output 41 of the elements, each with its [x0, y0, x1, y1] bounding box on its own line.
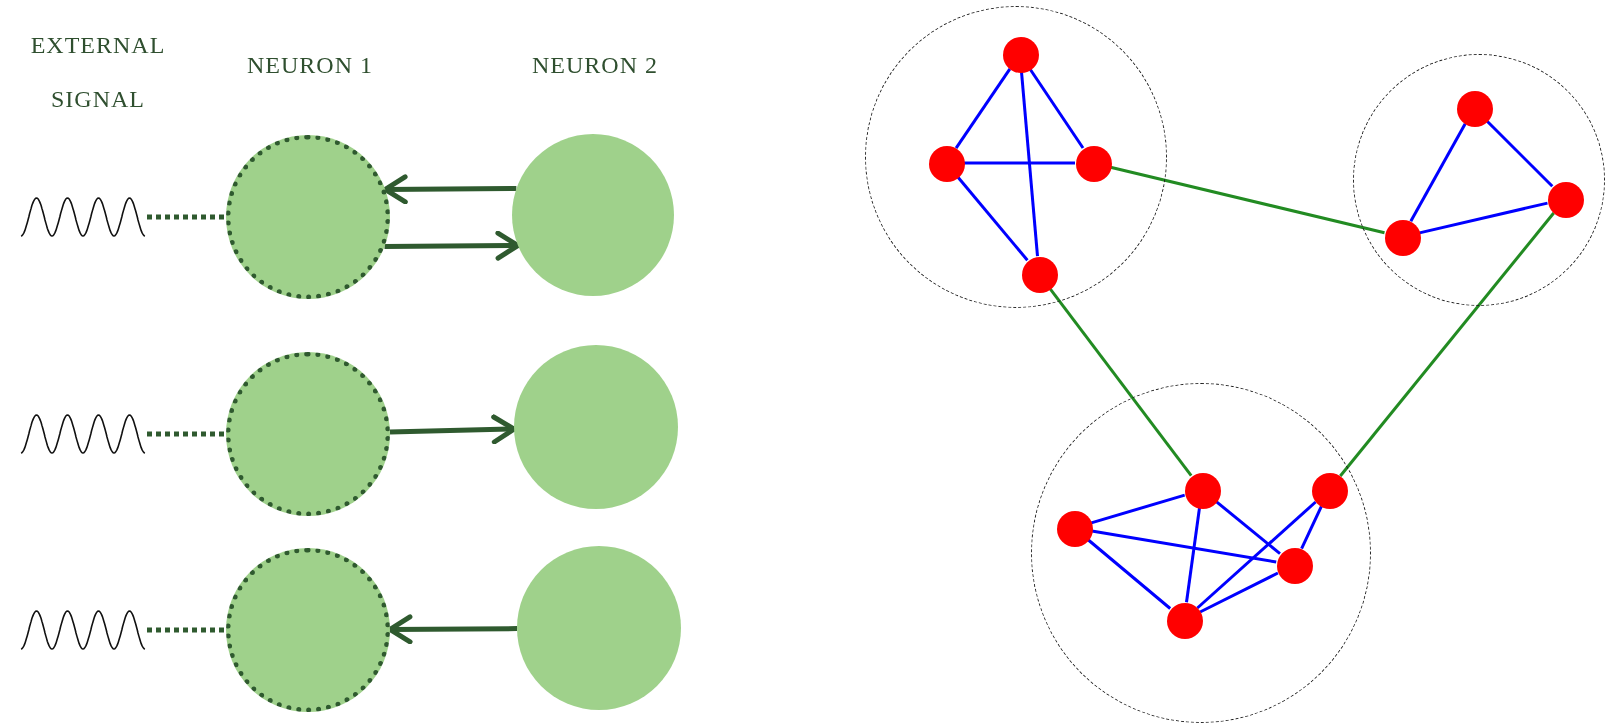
link-line: [1300, 505, 1323, 550]
dotted-line: [147, 431, 226, 437]
link-line: [1409, 122, 1467, 223]
column-heading: NEURON 2: [531, 51, 659, 80]
network-node-dot: [1548, 182, 1584, 218]
link-line: [1196, 500, 1317, 610]
link-line: [1339, 212, 1555, 477]
signal-wave-drawing: [19, 609, 147, 651]
network-node-dot: [1185, 473, 1221, 509]
link-line: [1485, 119, 1554, 188]
network-node-dot: [1312, 473, 1348, 509]
column-heading: NEURON 1: [246, 51, 374, 80]
link-line: [1215, 500, 1281, 555]
link-line: [1185, 507, 1201, 603]
network-node-dot: [1457, 91, 1493, 127]
dotted-line: [147, 214, 226, 220]
link-line: [964, 161, 1075, 165]
signal-wave-drawing: [19, 413, 147, 455]
network-node-dot: [1385, 220, 1421, 256]
network-node-dot: [1167, 603, 1203, 639]
signal-wave-drawing: [19, 196, 147, 238]
dotted-line: [147, 627, 226, 633]
network-node-dot: [1003, 37, 1039, 73]
link-line: [1091, 529, 1277, 564]
link-line: [1419, 201, 1548, 235]
link-line: [1110, 165, 1385, 235]
link-line: [1028, 68, 1085, 149]
link-line: [1020, 71, 1039, 257]
arrow: [384, 230, 521, 261]
network-node-dot: [1277, 548, 1313, 584]
link-line: [1086, 538, 1172, 610]
link-line: [1090, 493, 1186, 525]
link-line: [1048, 287, 1193, 477]
network-node-dot: [1022, 257, 1058, 293]
network-node-dot: [1076, 146, 1112, 182]
column-heading: EXTERNAL SIGNAL: [29, 31, 167, 114]
link-line: [954, 68, 1012, 149]
network-node-dot: [1057, 511, 1093, 547]
link-line: [1199, 571, 1279, 614]
network-node-dot: [929, 146, 965, 182]
link-line: [956, 175, 1029, 262]
